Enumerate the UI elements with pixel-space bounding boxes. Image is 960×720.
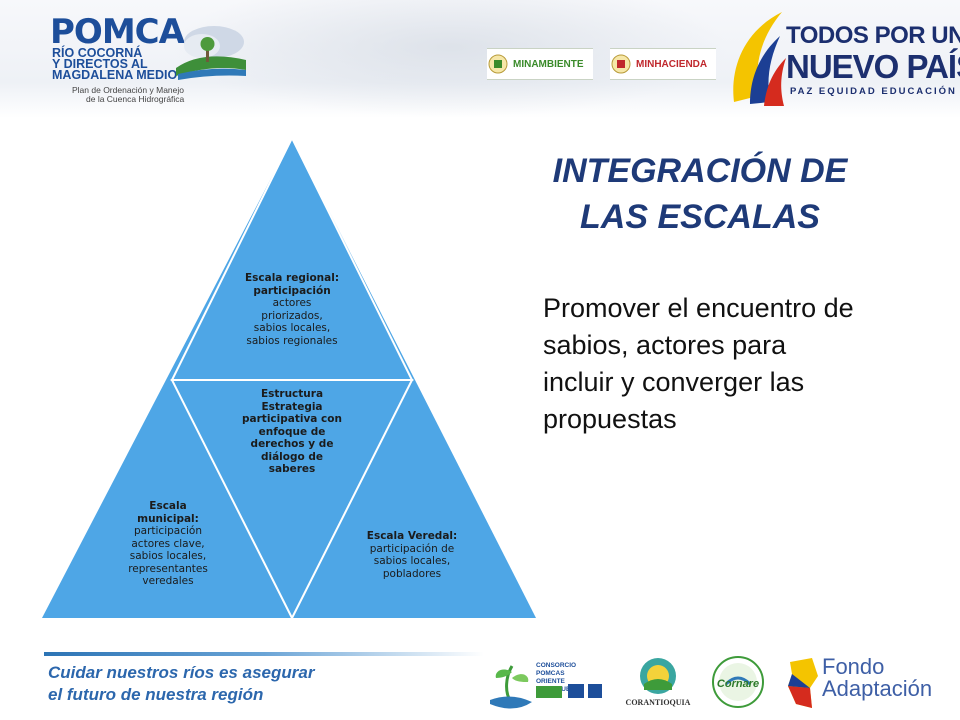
pomca-plan-text: Plan de Ordenación y Manejo de la Cuenca…: [72, 86, 184, 104]
left-text-line: actores clave,: [131, 537, 205, 550]
fondo-line: Adaptación: [822, 676, 933, 701]
left-heading-line: municipal:: [137, 512, 199, 525]
header-banner: POMCA RÍO COCORNÁ Y DIRECTOS AL MAGDALEN…: [0, 0, 960, 118]
right-text-line: pobladores: [382, 567, 442, 580]
left-text-line: sabios locales,: [129, 550, 207, 562]
left-text-line: participación: [133, 525, 202, 537]
minhacienda-logo: MINHACIENDA: [610, 48, 716, 80]
top-text-line: priorizados,: [261, 309, 323, 322]
slide-body-text: Promover el encuentro de sabios, actores…: [543, 290, 923, 438]
top-text-line: sabios locales,: [253, 322, 331, 334]
todos-line1: TODOS POR UN: [786, 22, 960, 49]
pomca-subtitle-line: MAGDALENA MEDIO: [52, 68, 178, 82]
right-text-line: sabios locales,: [373, 555, 451, 567]
cornare-logo: Cornare: [710, 654, 766, 712]
pomca-subtitle: RÍO COCORNÁ Y DIRECTOS AL MAGDALENA MEDI…: [52, 46, 178, 82]
partner-marks-icon: [536, 684, 602, 698]
center-heading-line: diálogo de: [260, 450, 324, 463]
body-line: incluir y converger las: [543, 367, 805, 397]
center-heading-line: Estrategia: [261, 400, 323, 413]
pyramid-right-text: Escala Veredal: participación de sabios …: [342, 530, 482, 580]
top-text-line: sabios regionales: [246, 334, 338, 347]
center-heading-line: saberes: [268, 463, 316, 475]
footer-slogan: Cuidar nuestros ríos es asegurar el futu…: [48, 662, 314, 706]
body-line: propuestas: [543, 404, 677, 434]
footer-divider: [44, 652, 484, 656]
pyramid-top-text: Escala regional: participación actores p…: [212, 272, 372, 347]
left-text-line: veredales: [142, 575, 194, 587]
body-line: sabios, actores para: [543, 330, 787, 360]
coat-of-arms-icon: [611, 54, 631, 74]
pyramid-left-text: Escala municipal: participación actores …: [98, 500, 238, 588]
pomca-title: POMCA: [50, 12, 185, 52]
center-heading-line: derechos y de: [250, 438, 334, 450]
minambiente-label: MINAMBIENTE: [513, 58, 584, 70]
pomca-subtitle-line: Y DIRECTOS AL: [52, 57, 148, 71]
pomca-logo: POMCA RÍO COCORNÁ Y DIRECTOS AL MAGDALEN…: [50, 12, 250, 104]
fondo-line: Fondo: [822, 654, 885, 679]
pomca-landscape-icon: [176, 26, 246, 80]
consorcio-line: CONSORCIO POMCAS: [536, 662, 577, 677]
plant-hand-icon: [490, 665, 532, 709]
top-heading-line: Escala regional:: [244, 272, 340, 284]
center-heading-line: participativa con: [242, 413, 342, 425]
slogan-line: Cuidar nuestros ríos es asegurar: [48, 663, 315, 682]
left-text-line: representantes: [128, 562, 208, 575]
pomca-plan-line: Plan de Ordenación y Manejo: [72, 85, 184, 95]
cornare-emblem-icon: [712, 656, 764, 708]
center-heading-line: enfoque de: [258, 425, 326, 438]
colombia-map-icon: [788, 658, 818, 708]
slide-title: INTEGRACIÓN DE LAS ESCALAS: [500, 148, 900, 240]
fondo-adaptacion-text: Fondo Adaptación: [822, 656, 932, 700]
pyramid-center-text: Estructura Estrategia participativa con …: [217, 388, 367, 476]
todos-line3: PAZ EQUIDAD EDUCACIÓN: [790, 86, 957, 97]
slogan-line: el futuro de nuestra región: [48, 685, 264, 704]
slide-title-line: INTEGRACIÓN DE: [552, 152, 848, 190]
corantioquia-logo: CORANTIOQUIA: [620, 656, 696, 712]
minambiente-logo: MINAMBIENTE: [487, 48, 593, 80]
pomca-subtitle-line: RÍO COCORNÁ: [52, 46, 143, 60]
top-text-line: actores: [272, 297, 312, 309]
fondo-adaptacion-logo: Fondo Adaptación: [782, 654, 952, 712]
body-line: Promover el encuentro de: [543, 293, 854, 323]
todos-por-un-nuevo-pais-logo: TODOS POR UN NUEVO PAÍS PAZ EQUIDAD EDUC…: [724, 10, 960, 110]
cornare-text: Cornare: [716, 678, 760, 690]
corantioquia-text: CORANTIOQUIA: [625, 698, 691, 707]
left-heading-line: Escala: [149, 500, 187, 512]
right-heading: Escala Veredal:: [366, 530, 458, 542]
center-heading-line: Estructura: [260, 388, 324, 400]
todos-line2: NUEVO PAÍS: [786, 48, 960, 85]
right-text-line: participación de: [369, 542, 455, 555]
corantioquia-emblem-icon: [640, 658, 676, 694]
coat-of-arms-icon: [488, 54, 508, 74]
pomca-plan-line: de la Cuenca Hidrográfica: [86, 94, 185, 104]
consorcio-pomcas-logo: CONSORCIO POMCAS ORIENTE ANTIOQUEÑO: [486, 656, 606, 712]
top-heading-line: participación: [253, 284, 331, 297]
slide-title-line: LAS ESCALAS: [580, 198, 820, 236]
minhacienda-label: MINHACIENDA: [636, 58, 708, 70]
flag-swoosh-icon: [733, 12, 786, 106]
pyramid-center-section: [170, 379, 414, 621]
